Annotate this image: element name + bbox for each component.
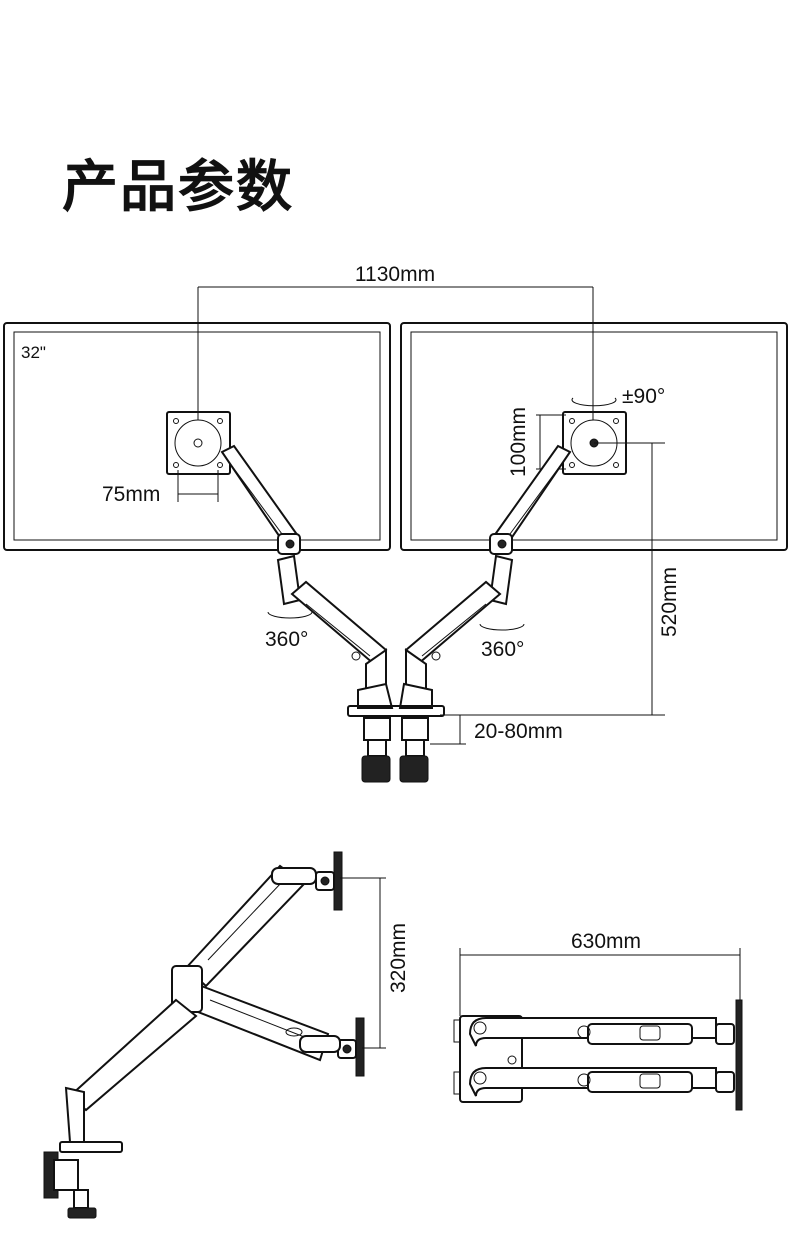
top-view: 630mm: [453, 930, 743, 1111]
tilt-label: ±90°: [622, 385, 665, 408]
left-monitor-frame: [3, 322, 391, 551]
lower-monitor-edge: [355, 1017, 365, 1077]
right-monitor-frame: [400, 322, 788, 551]
left-arm: [220, 444, 388, 691]
height-label: 520mm: [658, 567, 681, 637]
page-title: 产品参数: [62, 155, 294, 220]
left-monitor-screen: [13, 331, 381, 541]
right-monitor-screen: [410, 331, 778, 541]
width-total-label: 1130mm: [355, 263, 435, 286]
tilt-arrow-icon: [571, 397, 617, 407]
swivel-left-label: 360°: [265, 628, 308, 651]
screen-size-label: 32": [21, 343, 46, 362]
desk-base: [347, 682, 445, 783]
upper-monitor-edge: [333, 851, 343, 911]
right-arm: [404, 444, 572, 691]
side-view: 320mm: [43, 851, 410, 1219]
monitor-edge-top-view: [735, 999, 743, 1111]
swivel-right-arrow-icon: [479, 623, 525, 631]
left-vesa-plate: [166, 411, 231, 475]
side-height-label: 320mm: [387, 923, 410, 993]
vesa-small-label: 75mm: [102, 483, 160, 506]
front-view: 1130mm 32" 75mm: [3, 263, 788, 783]
swivel-left-arrow-icon: [267, 611, 313, 619]
swivel-right-label: 360°: [481, 638, 524, 661]
clamp-range-label: 20-80mm: [474, 720, 563, 743]
top-width-label: 630mm: [571, 930, 641, 953]
vesa-large-label: 100mm: [507, 407, 530, 477]
